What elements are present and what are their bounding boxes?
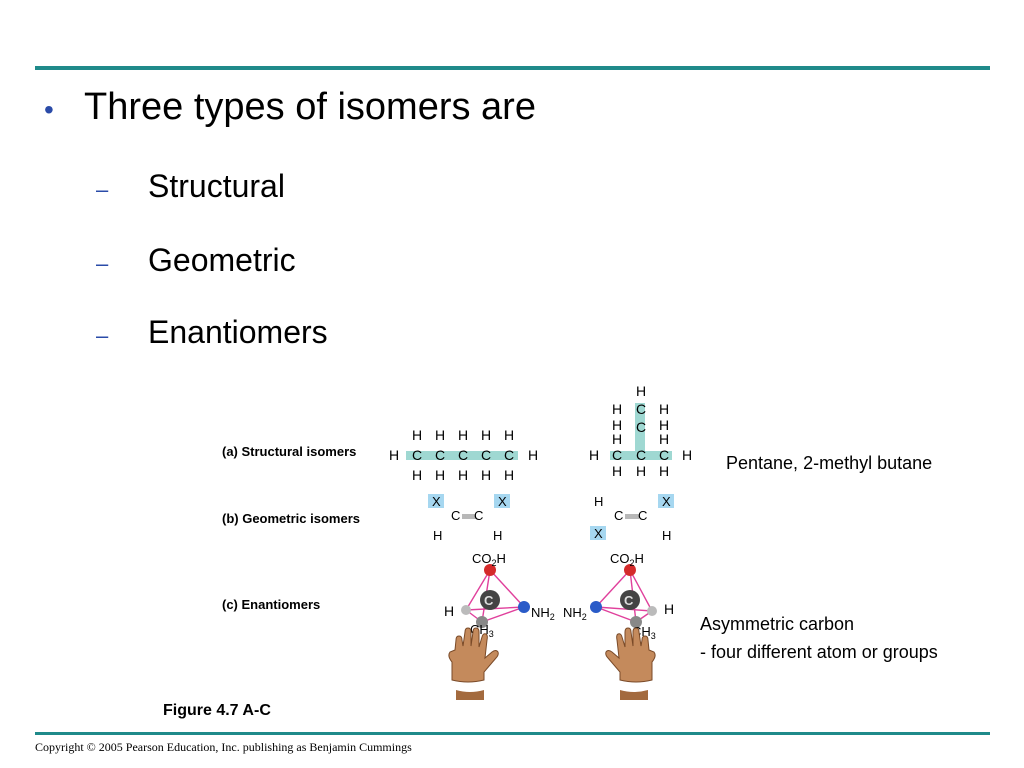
svg-text:H: H — [435, 467, 445, 483]
svg-text:H: H — [412, 427, 422, 443]
svg-text:H: H — [458, 467, 468, 483]
sub-item-label: Geometric — [148, 242, 296, 278]
pentane-note: Pentane, 2-methyl butane — [726, 453, 933, 473]
caption-enantiomers: (c) Enantiomers — [222, 597, 321, 612]
copyright-text: Copyright © 2005 Pearson Education, Inc.… — [35, 740, 412, 754]
svg-text:C: C — [451, 508, 460, 523]
svg-text:C: C — [504, 447, 514, 463]
svg-text:X: X — [498, 494, 507, 509]
svg-text:H: H — [612, 431, 622, 447]
svg-text:C: C — [484, 593, 494, 608]
svg-text:H: H — [435, 427, 445, 443]
main-bullet: • Three types of isomers are — [44, 86, 536, 129]
svg-text:C: C — [612, 447, 622, 463]
enantiomer-right: C CO2H NH2 H CH3 — [563, 551, 674, 641]
svg-text:C: C — [435, 447, 445, 463]
top-rule — [35, 66, 990, 70]
svg-text:H: H — [458, 427, 468, 443]
dash-glyph: – — [96, 177, 109, 202]
svg-text:C: C — [636, 419, 646, 435]
svg-text:H: H — [589, 447, 599, 463]
sub-item-label: Structural — [148, 168, 285, 204]
caption-structural: (a) Structural isomers — [222, 444, 357, 459]
svg-text:X: X — [432, 494, 441, 509]
asym-note-line2: - four different atom or groups — [700, 642, 938, 662]
svg-text:NH2: NH2 — [563, 605, 587, 622]
svg-text:C: C — [474, 508, 483, 523]
sub-item-enantiomers: – Enantiomers — [96, 314, 328, 351]
svg-text:H: H — [612, 463, 622, 479]
svg-text:H: H — [444, 603, 454, 619]
svg-text:H: H — [594, 494, 603, 509]
svg-text:X: X — [594, 526, 603, 541]
sub-item-structural: – Structural — [96, 168, 285, 205]
bullet-dot: • — [44, 94, 54, 125]
svg-text:H: H — [433, 528, 442, 543]
sub-item-label: Enantiomers — [148, 314, 328, 350]
sub-item-geometric: – Geometric — [96, 242, 296, 279]
svg-text:H: H — [664, 601, 674, 617]
svg-text:H: H — [662, 528, 671, 543]
caption-geometric: (b) Geometric isomers — [222, 511, 360, 526]
svg-text:CO2H: CO2H — [610, 551, 644, 568]
svg-text:C: C — [458, 447, 468, 463]
dash-glyph: – — [96, 251, 109, 276]
svg-text:H: H — [636, 383, 646, 399]
svg-text:H: H — [412, 467, 422, 483]
svg-text:H: H — [504, 427, 514, 443]
svg-text:H: H — [504, 467, 514, 483]
svg-text:H: H — [481, 467, 491, 483]
figure-label: Figure 4.7 A-C — [163, 702, 271, 719]
svg-text:NH2: NH2 — [531, 605, 555, 622]
svg-text:C: C — [638, 508, 647, 523]
hand-icon — [448, 627, 499, 700]
svg-text:C: C — [636, 401, 646, 417]
asym-note-line1: Asymmetric carbon — [700, 614, 855, 634]
svg-text:C: C — [624, 593, 634, 608]
svg-text:C: C — [659, 447, 669, 463]
svg-text:H: H — [612, 401, 622, 417]
svg-text:X: X — [662, 494, 671, 509]
dash-glyph: – — [96, 323, 109, 348]
svg-text:H: H — [493, 528, 502, 543]
svg-text:H: H — [481, 427, 491, 443]
svg-text:C: C — [481, 447, 491, 463]
svg-text:H: H — [389, 447, 399, 463]
svg-text:H: H — [636, 463, 646, 479]
bottom-rule — [35, 732, 990, 735]
enantiomer-left: C CO2H H NH2 CH3 — [444, 551, 555, 639]
slide-heading: Three types of isomers are — [84, 86, 536, 128]
svg-text:H: H — [528, 447, 538, 463]
svg-text:H: H — [682, 447, 692, 463]
svg-text:H: H — [659, 431, 669, 447]
hand-icon — [605, 627, 656, 700]
svg-text:C: C — [614, 508, 623, 523]
svg-text:H: H — [659, 463, 669, 479]
svg-text:H: H — [612, 417, 622, 433]
svg-text:H: H — [659, 401, 669, 417]
svg-text:C: C — [412, 447, 422, 463]
svg-text:C: C — [636, 447, 646, 463]
svg-text:H: H — [659, 417, 669, 433]
svg-text:CO2H: CO2H — [472, 551, 506, 568]
